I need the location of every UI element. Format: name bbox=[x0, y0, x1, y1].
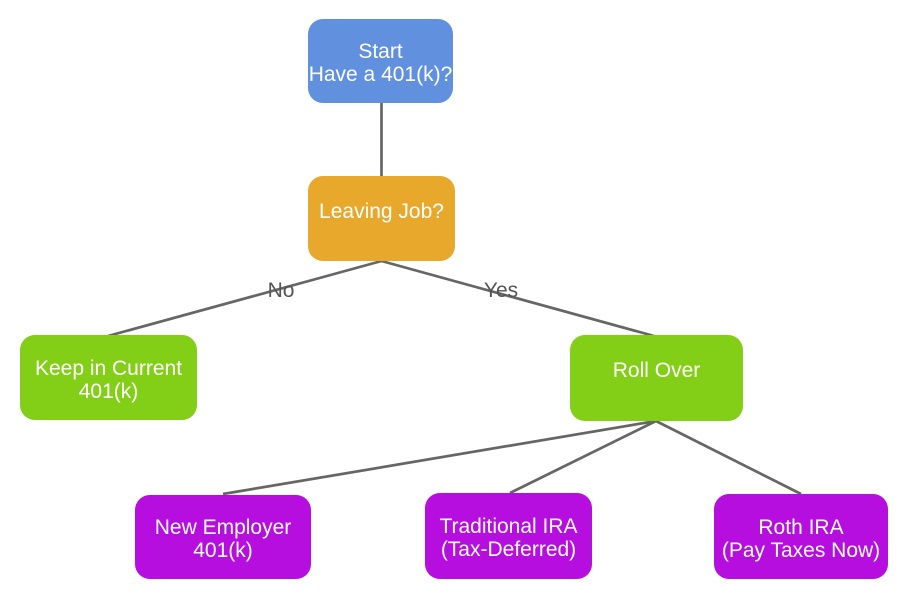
node-new-employer-line2: 401(k) bbox=[193, 539, 253, 562]
node-keep-current-line2: 401(k) bbox=[78, 379, 139, 403]
node-roll-over: Roll Over bbox=[570, 335, 743, 421]
node-roth-ira: Roth IRA (Pay Taxes Now) bbox=[714, 494, 888, 579]
node-keep-current-line1: Keep in Current bbox=[34, 356, 183, 380]
edge-label-yes: Yes bbox=[483, 279, 519, 302]
node-keep-current: Keep in Current 401(k) bbox=[20, 335, 197, 420]
node-roth-ira-line1: Roth IRA bbox=[758, 515, 844, 539]
edge-label-no: No bbox=[267, 279, 295, 302]
node-traditional-ira: Traditional IRA (Tax-Deferred) bbox=[425, 493, 592, 579]
edge-roll-over-to-new-employer bbox=[222, 419, 657, 496]
edge-roll-over-to-roth-ira bbox=[655, 419, 802, 496]
node-traditional-ira-line1: Traditional IRA bbox=[439, 515, 578, 538]
node-start-line2: Have a 401(k)? bbox=[308, 63, 453, 86]
node-start-line1: Start bbox=[358, 40, 403, 63]
node-leaving-job: Leaving Job? bbox=[308, 176, 455, 261]
node-roll-over-line1: Roll Over bbox=[612, 359, 701, 382]
node-new-employer-line1: New Employer bbox=[154, 516, 292, 539]
edge-roll-over-to-traditional-ira bbox=[509, 419, 657, 495]
node-roth-ira-line2: (Pay Taxes Now) bbox=[721, 538, 881, 562]
node-traditional-ira-line2: (Tax-Deferred) bbox=[440, 538, 577, 561]
edge-leaving-job-to-roll-over bbox=[381, 259, 655, 338]
node-leaving-job-line1: Leaving Job? bbox=[319, 199, 444, 223]
node-start: Start Have a 401(k)? bbox=[308, 19, 453, 103]
edge-leaving-job-to-keep-current bbox=[107, 259, 382, 338]
node-new-employer: New Employer 401(k) bbox=[135, 495, 311, 579]
